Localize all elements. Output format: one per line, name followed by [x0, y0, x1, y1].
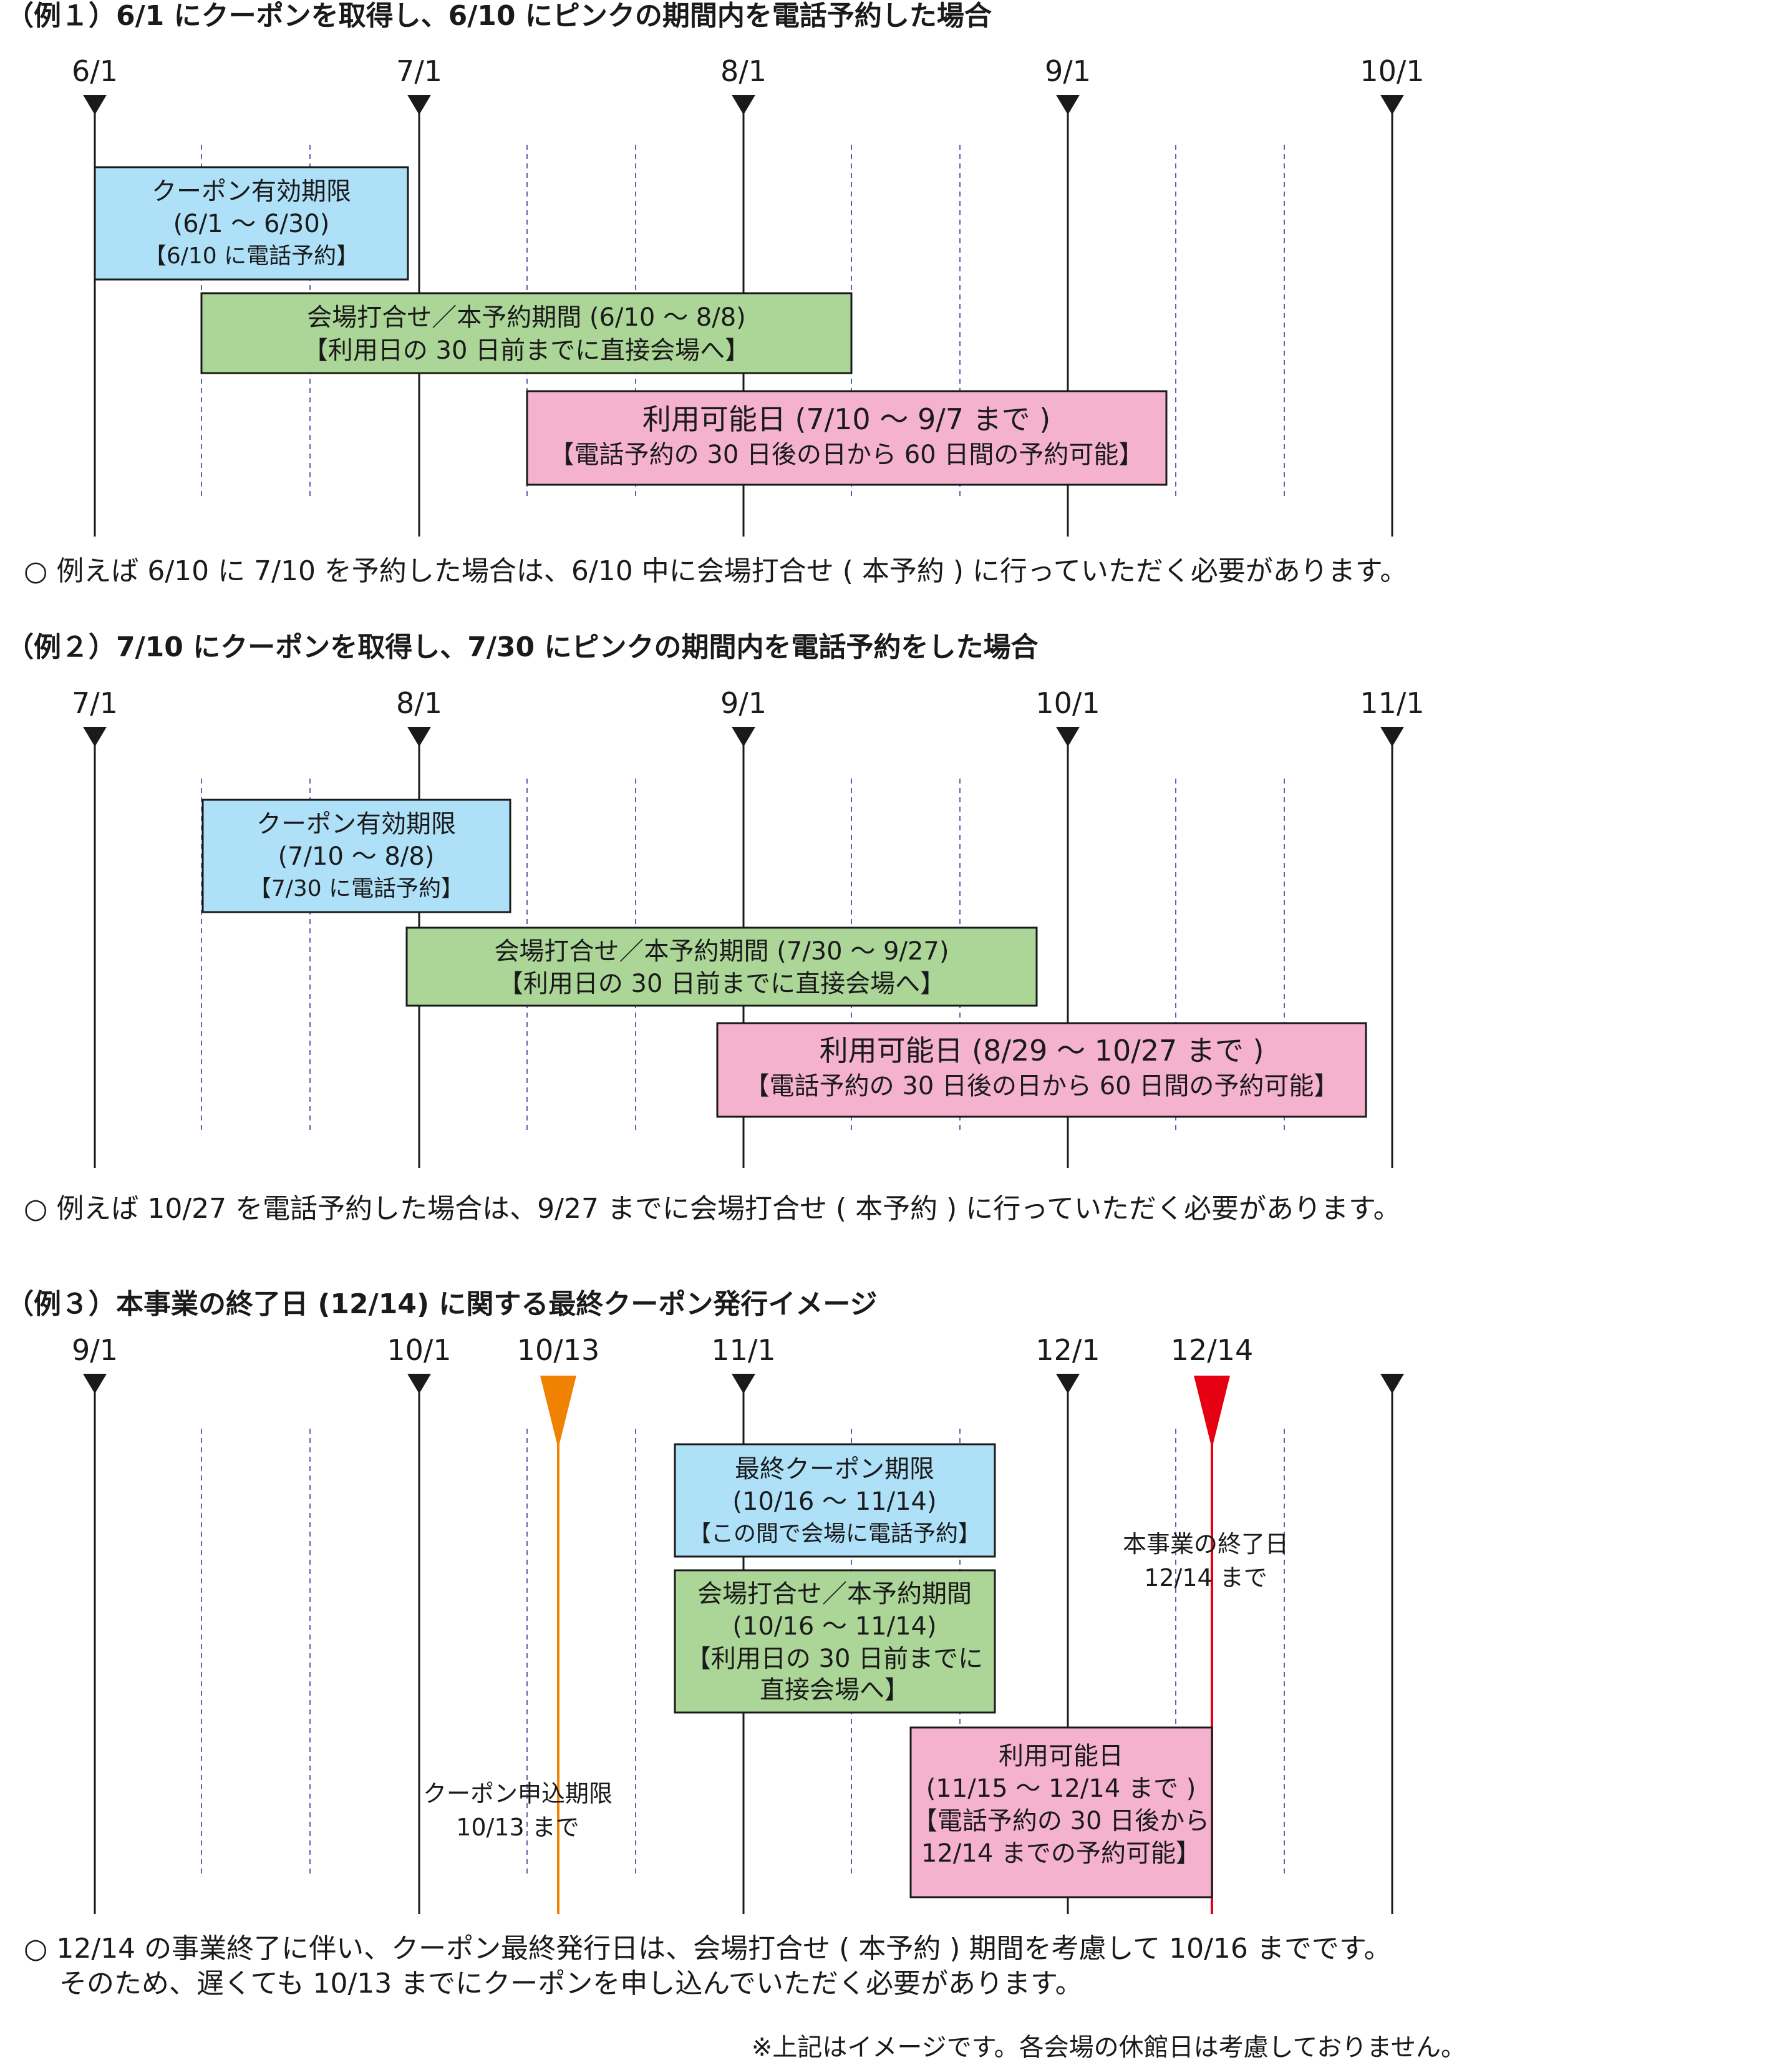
available-dates-box: 利用可能日 (8/29 ～ 10/27 まで ) 【電話予約の 30 日後の日か… [716, 1022, 1367, 1118]
tick-label: 8/1 [720, 54, 767, 88]
svg-text:利用可能日: 利用可能日 [999, 1742, 1123, 1771]
svg-text:【電話予約の 30 日後の日から 60 日間の予約可能】: 【電話予約の 30 日後の日から 60 日間の予約可能】 [745, 1072, 1339, 1101]
svg-text:【6/10 に電話予約】: 【6/10 に電話予約】 [144, 243, 359, 269]
example-1: （例１）6/1 にクーポンを取得し、6/10 にピンクの期間内を電話予約した場合… [6, 0, 1425, 587]
tick-label: 7/1 [396, 54, 442, 88]
coupon-validity-box: クーポン有効期限 (7/10 ～ 8/8) 【7/30 に電話予約】 [201, 799, 511, 913]
svg-text:クーポン有効期限: クーポン有効期限 [256, 810, 456, 838]
svg-text:(10/16 ～ 11/14): (10/16 ～ 11/14) [732, 1612, 936, 1641]
example-3-header: （例３）本事業の終了日 (12/14) に関する最終クーポン発行イメージ [6, 1288, 878, 1320]
tick-label: 6/1 [72, 54, 118, 88]
tick-label: 11/1 [1360, 686, 1424, 720]
tick-label: 10/1 [1035, 686, 1100, 720]
tick-label: 12/1 [1035, 1333, 1100, 1367]
available-dates-box: 利用可能日 (7/10 ～ 9/7 まで ) 【電話予約の 30 日後の日から … [526, 390, 1168, 486]
tick-label: 7/1 [72, 686, 118, 720]
application-deadline-marker: 10/13 クーポン申込期限 10/13 まで [423, 1333, 613, 1914]
svg-text:(11/15 ～ 12/14 まで ): (11/15 ～ 12/14 まで ) [926, 1774, 1196, 1803]
example-2-header: （例２）7/10 にクーポンを取得し、7/30 にピンクの期間内を電話予約をした… [6, 631, 1038, 663]
reservation-period-box: 会場打合せ／本予約期間 (6/10 ～ 8/8) 【利用日の 30 日前までに直… [200, 292, 853, 374]
svg-text:【利用日の 30 日前までに直接会場へ】: 【利用日の 30 日前までに直接会場へ】 [498, 969, 945, 998]
reservation-period-box: 会場打合せ／本予約期間 (10/16 ～ 11/14) 【利用日の 30 日前ま… [674, 1569, 996, 1714]
svg-text:【電話予約の 30 日後から: 【電話予約の 30 日後から [913, 1807, 1209, 1835]
example-3: （例３）本事業の終了日 (12/14) に関する最終クーポン発行イメージ 9/1… [6, 1288, 1404, 2000]
tick-label: 9/1 [72, 1333, 118, 1367]
tick-markers [83, 727, 1404, 747]
tick-markers [83, 1374, 1404, 1394]
svg-text:【利用日の 30 日前までに直接会場へ】: 【利用日の 30 日前までに直接会場へ】 [303, 336, 750, 365]
example-1-header: （例１）6/1 にクーポンを取得し、6/10 にピンクの期間内を電話予約した場合 [6, 0, 992, 32]
example-2: （例２）7/10 にクーポンを取得し、7/30 にピンクの期間内を電話予約をした… [6, 631, 1425, 1225]
svg-text:直接会場へ】: 直接会場へ】 [760, 1676, 909, 1704]
svg-text:クーポン有効期限: クーポン有効期限 [152, 177, 351, 206]
coupon-validity-box: クーポン有効期限 (6/1 ～ 6/30) 【6/10 に電話予約】 [94, 166, 409, 281]
marker-annotation: 10/13 まで [456, 1814, 579, 1841]
svg-text:最終クーポン期限: 最終クーポン期限 [735, 1455, 934, 1484]
svg-text:会場打合せ／本予約期間 (7/30 ～ 9/27): 会場打合せ／本予約期間 (7/30 ～ 9/27) [494, 937, 949, 966]
svg-text:【この間で会場に電話予約】: 【この間で会場に電話予約】 [689, 1521, 981, 1547]
svg-text:12/14 までの予約可能】: 12/14 までの予約可能】 [921, 1839, 1201, 1868]
svg-text:会場打合せ／本予約期間 (6/10 ～ 8/8): 会場打合せ／本予約期間 (6/10 ～ 8/8) [307, 303, 746, 332]
tick-label: 9/1 [720, 686, 767, 720]
svg-text:(7/10 ～ 8/8): (7/10 ～ 8/8) [278, 842, 435, 871]
example-3-note: そのため、遅くても 10/13 までにクーポンを申し込んでいただく必要があります… [59, 1968, 1083, 2000]
svg-text:(10/16 ～ 11/14): (10/16 ～ 11/14) [732, 1487, 936, 1516]
tick-label: 10/1 [1360, 54, 1424, 88]
tick-label: 8/1 [396, 686, 442, 720]
marker-annotation: クーポン申込期限 [423, 1780, 613, 1807]
svg-text:【電話予約の 30 日後の日から 60 日間の予約可能】: 【電話予約の 30 日後の日から 60 日間の予約可能】 [550, 440, 1144, 469]
tick-markers [83, 95, 1404, 115]
svg-text:(6/1 ～ 6/30): (6/1 ～ 6/30) [173, 210, 330, 238]
svg-text:会場打合せ／本予約期間: 会場打合せ／本予約期間 [697, 1580, 972, 1608]
marker-label: 12/14 [1171, 1333, 1254, 1367]
tick-label: 9/1 [1045, 54, 1091, 88]
available-dates-box: 利用可能日 (11/15 ～ 12/14 まで ) 【電話予約の 30 日後から… [909, 1726, 1213, 1898]
final-coupon-box: 最終クーポン期限 (10/16 ～ 11/14) 【この間で会場に電話予約】 [674, 1443, 996, 1558]
reservation-period-box: 会場打合せ／本予約期間 (7/30 ～ 9/27) 【利用日の 30 日前までに… [405, 926, 1038, 1007]
example-1-note: ○ 例えば 6/10 に 7/10 を予約した場合は、6/10 中に会場打合せ … [24, 555, 1407, 587]
marker-label: 10/13 [517, 1333, 600, 1367]
svg-text:利用可能日 (8/29 ～ 10/27 まで ): 利用可能日 (8/29 ～ 10/27 まで ) [820, 1034, 1264, 1067]
tick-label: 11/1 [711, 1333, 775, 1367]
example-3-note: ○ 12/14 の事業終了に伴い、クーポン最終発行日は、会場打合せ ( 本予約 … [24, 1933, 1392, 1965]
tick-label: 10/1 [387, 1333, 451, 1367]
marker-annotation: 本事業の終了日 [1123, 1530, 1289, 1558]
example-2-note: ○ 例えば 10/27 を電話予約した場合は、9/27 までに会場打合せ ( 本… [24, 1193, 1401, 1225]
marker-annotation: 12/14 まで [1144, 1564, 1267, 1591]
footnote: ※上記はイメージです。各会場の休館日は考慮しておりません。 [752, 2033, 1466, 2062]
svg-text:利用可能日 (7/10 ～ 9/7 まで ): 利用可能日 (7/10 ～ 9/7 まで ) [642, 402, 1050, 436]
svg-text:【利用日の 30 日前までに: 【利用日の 30 日前までに [686, 1645, 983, 1673]
svg-text:【7/30 に電話予約】: 【7/30 に電話予約】 [249, 876, 463, 901]
